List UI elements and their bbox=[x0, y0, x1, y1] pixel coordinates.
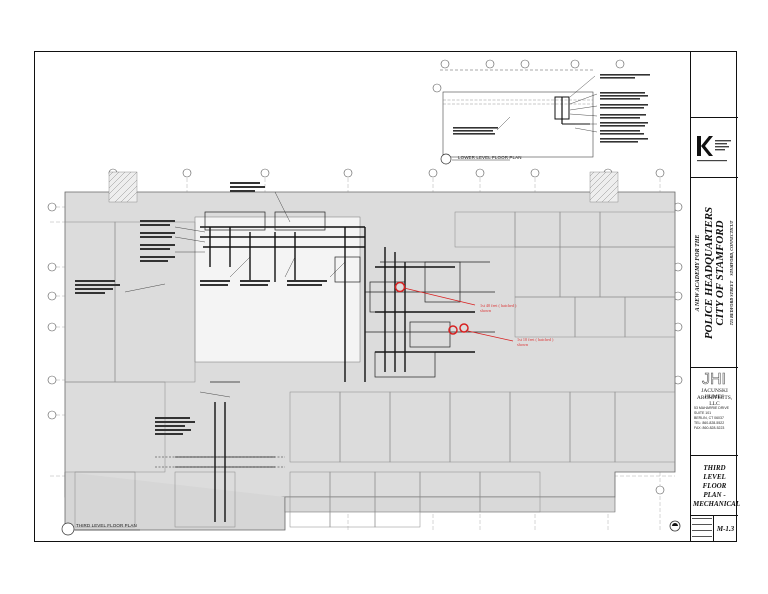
address-line-1: 53 MAHARRIE DRIVE bbox=[694, 406, 730, 410]
sheet-number: M-1.3 bbox=[716, 525, 735, 533]
architect-logo-icon: JHI bbox=[702, 371, 727, 389]
floor-plan-drawing bbox=[47, 59, 683, 536]
third-level-plan-caption: THIRD LEVEL FLOOR PLAN bbox=[76, 523, 137, 528]
title-block: A NEW ACADEMY FOR THE POLICE HEADQUARTER… bbox=[690, 51, 741, 542]
title-block-blank bbox=[691, 51, 738, 118]
project-line-4: CITY OF STAMFORD bbox=[713, 219, 726, 326]
sheet-number-cell: M-1.3 bbox=[691, 516, 738, 542]
architect-sub: ARCHITECTS, LLC bbox=[696, 395, 733, 407]
address-line-4: TEL: 860-828-5522 bbox=[694, 421, 725, 425]
consultant-logo-icon bbox=[697, 136, 731, 162]
sheet-meta-box bbox=[691, 516, 714, 542]
architect-name: JACUNSKI HUMES bbox=[701, 388, 728, 400]
address-line-5: FAX: 860-828-5223 bbox=[694, 426, 725, 430]
consultant-logo-cell bbox=[691, 118, 738, 178]
lower-level-plan-caption: LOWER LEVEL FLOOR PLAN bbox=[458, 155, 522, 160]
address-line-3: BERLIN, CT 06037 bbox=[694, 416, 724, 420]
drawing-sheet-border bbox=[34, 51, 737, 542]
project-line-3: POLICE HEADQUARTERS bbox=[702, 206, 715, 339]
project-title-cell: A NEW ACADEMY FOR THE POLICE HEADQUARTER… bbox=[691, 178, 738, 368]
project-line-5: 725 BEDFORD STREET bbox=[728, 280, 734, 325]
project-line-2: FOR THE bbox=[694, 234, 701, 261]
address-line-2: SUITE 101 bbox=[694, 411, 712, 415]
project-line-1: A NEW ACADEMY bbox=[694, 261, 701, 311]
sheet-title-cell: THIRD LEVEL FLOOR PLAN - MECHANICAL bbox=[691, 456, 741, 516]
project-line-6: STAMFORD, CONNECTICUT bbox=[728, 220, 734, 276]
annotation-40-feet: 1st 40 feet ( hatched ) shown bbox=[480, 303, 517, 313]
sheet-title: THIRD LEVEL FLOOR PLAN - MECHANICAL bbox=[693, 464, 741, 508]
svg-text:JHI: JHI bbox=[702, 371, 726, 388]
architect-cell: JHI JACUNSKI HUMES ARCHITECTS, LLC 53 MA… bbox=[691, 368, 738, 456]
annotation-10-feet: 1st 10 feet ( hatched ) shown bbox=[517, 337, 554, 347]
